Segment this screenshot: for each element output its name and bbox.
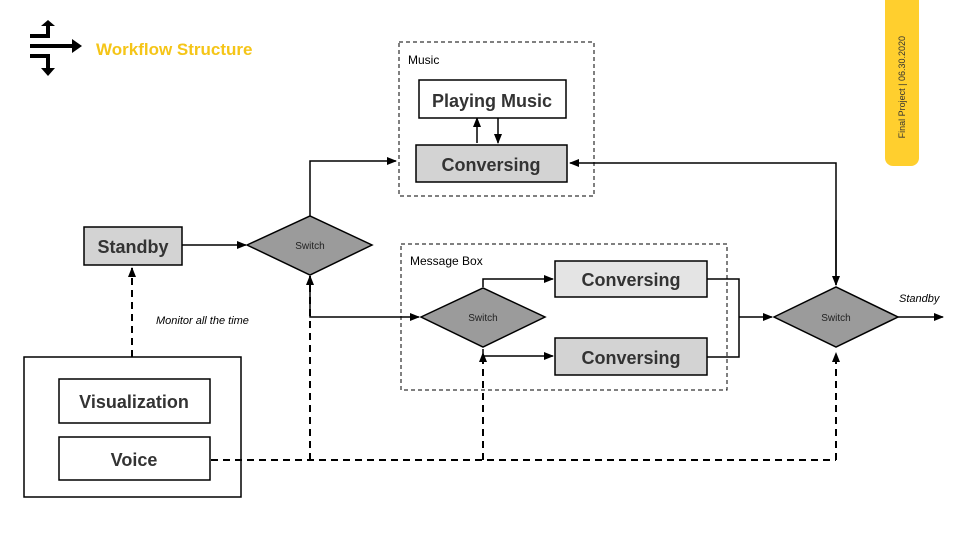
- msg-switch-diamond: [419, 287, 547, 348]
- music-conversing-box: [415, 144, 568, 183]
- main-switch-label: Switch: [295, 241, 324, 252]
- message-group-label: Message Box: [410, 254, 483, 268]
- msg-conversing-bottom-box: [554, 337, 708, 376]
- arrow-switch-to-music: [309, 157, 397, 216]
- msg-conversing-top-box: [554, 260, 708, 298]
- visualization-label: Visualization: [79, 392, 189, 412]
- main-switch-diamond: [245, 215, 374, 276]
- voice-label: Voice: [111, 450, 158, 470]
- music-conversing-label: Conversing: [441, 155, 540, 175]
- arrow-switch-to-message: [309, 281, 420, 321]
- connector-top-out: [707, 278, 740, 358]
- standby-output-label: Standby: [899, 293, 941, 305]
- arrow-msgswitch-to-top: [482, 275, 554, 287]
- msg-conversing-bottom-label: Conversing: [581, 348, 680, 368]
- voice-box: [58, 436, 211, 481]
- end-switch-label: Switch: [821, 313, 850, 324]
- side-tab: Final Project | 06.30.2020: [885, 0, 919, 166]
- msg-switch-label: Switch: [468, 313, 497, 324]
- msg-conversing-top-label: Conversing: [581, 270, 680, 290]
- standby-label: Standby: [97, 237, 168, 257]
- bidirectional-arrows-icon: [30, 20, 82, 76]
- playing-music-label: Playing Music: [432, 91, 552, 111]
- end-switch-diamond: [772, 286, 900, 348]
- visualization-box: [58, 378, 211, 424]
- playing-music-box: [418, 79, 567, 119]
- standby-box: [83, 226, 183, 266]
- music-group-label: Music: [408, 53, 439, 67]
- arrow-msgswitch-to-bottom: [482, 349, 554, 360]
- page-title: Workflow Structure: [96, 40, 253, 59]
- monitor-label: Monitor all the time: [156, 315, 249, 327]
